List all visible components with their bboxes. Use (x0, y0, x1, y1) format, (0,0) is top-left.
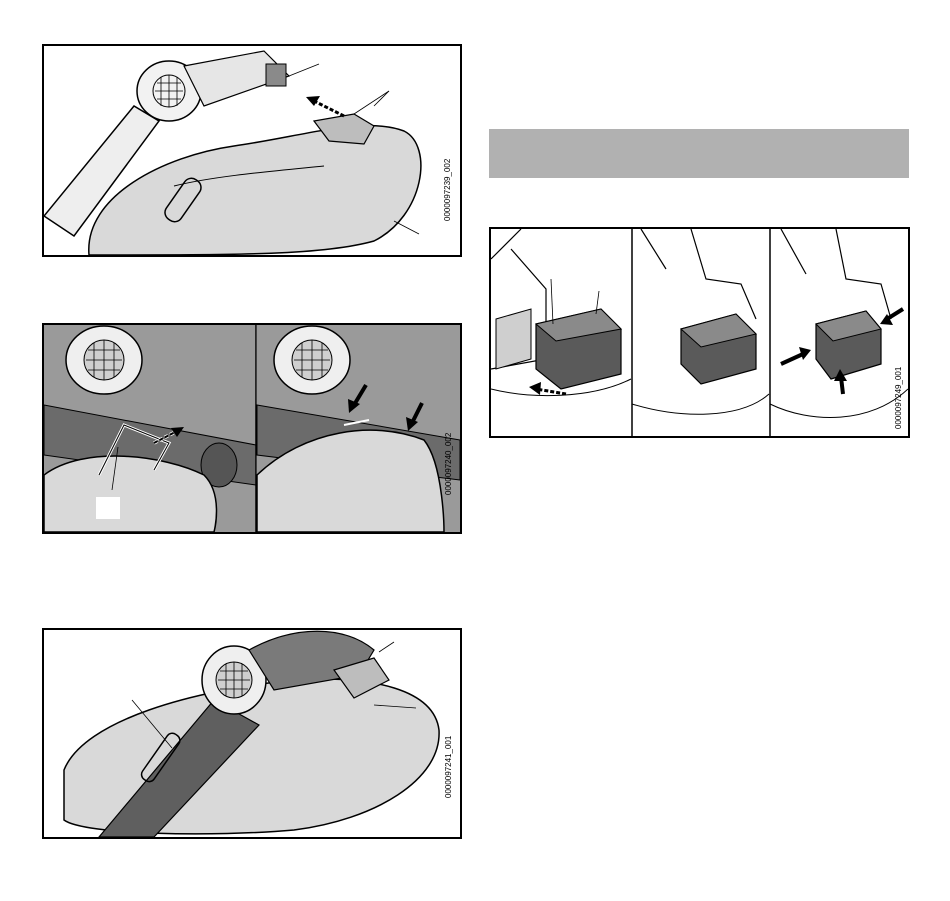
figure-bag-attached: 0000097241_001 (42, 628, 462, 839)
figure-attach-bag: 0000097239_002 (42, 44, 462, 257)
illustration-attach-strap (44, 325, 460, 532)
illustration-bag-attached (44, 630, 460, 837)
section-heading-band (489, 129, 909, 178)
figure-insert-battery: 0000097249_001 (489, 227, 910, 438)
figure-attach-strap: 0000097240_002 (42, 323, 462, 534)
figure-code: 0000097240_002 (444, 433, 453, 495)
figure-code: 0000097239_002 (443, 159, 452, 221)
figure-code: 0000097241_001 (444, 736, 453, 798)
arrowhead-icon (306, 96, 320, 106)
hook (266, 64, 286, 86)
arrow-icon (314, 101, 344, 116)
illustration-insert-battery (491, 229, 908, 436)
callout-box (96, 497, 120, 519)
illustration-attach-bag (44, 46, 460, 255)
figure-code: 0000097249_001 (894, 367, 903, 429)
arrow-icon (781, 354, 803, 364)
arrow-icon (536, 389, 566, 394)
